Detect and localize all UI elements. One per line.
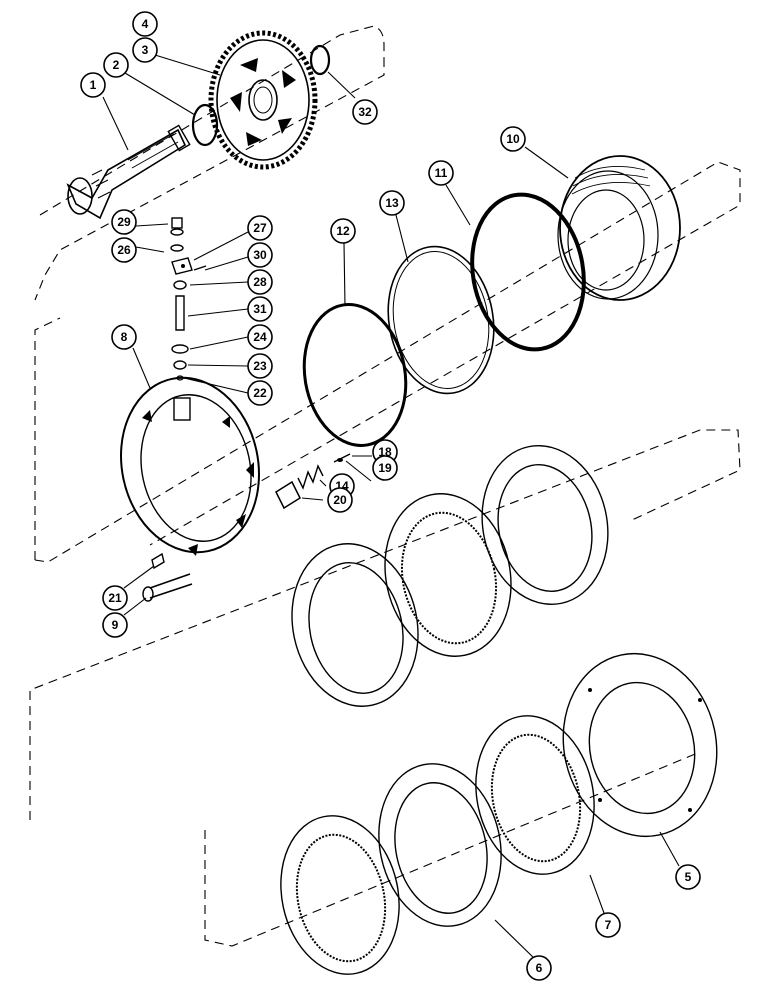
svg-text:11: 11: [435, 166, 448, 180]
svg-text:31: 31: [253, 302, 267, 316]
snap-ring-part: [309, 44, 331, 76]
svg-text:28: 28: [253, 275, 267, 289]
valve-stack-parts: [170, 217, 207, 381]
svg-text:29: 29: [117, 215, 131, 229]
svg-text:9: 9: [112, 618, 119, 632]
bolt-parts: [142, 552, 193, 602]
callout-1: 1: [80, 72, 106, 98]
inner-seal-ring-part: [387, 245, 495, 395]
callout-5: 5: [675, 864, 701, 890]
group-outline-gear: [39, 25, 385, 216]
callout-3: 3: [132, 37, 158, 63]
friction-disc-bottom: [280, 815, 400, 975]
callout-21: 21: [102, 585, 128, 611]
callout-9: 9: [102, 612, 128, 638]
callout-2: 2: [103, 52, 129, 78]
callout-31: 31: [247, 296, 273, 322]
group-outline-plates-upper: [29, 429, 741, 820]
svg-text:30: 30: [253, 248, 267, 262]
callout-8: 8: [111, 324, 137, 350]
svg-text:26: 26: [117, 243, 131, 257]
callout-29: 29: [111, 209, 137, 235]
svg-text:32: 32: [358, 105, 372, 119]
outer-seal-ring-part: [470, 192, 586, 352]
svg-text:4: 4: [142, 17, 149, 31]
group-outline-plates-lower: [204, 751, 701, 947]
piston-carrier-part: [120, 376, 260, 556]
callout-4: 4: [132, 11, 158, 37]
svg-text:2: 2: [113, 58, 120, 72]
svg-text:3: 3: [142, 43, 149, 57]
friction-disc-upper: [384, 493, 512, 657]
callout-26: 26: [111, 237, 137, 263]
callout-32: 32: [352, 99, 378, 125]
steel-plate-lower: [378, 763, 502, 927]
o-ring-part: [302, 303, 408, 447]
friction-disc-lower: [475, 715, 595, 875]
drive-gear-part: [208, 30, 318, 170]
svg-text:10: 10: [506, 132, 520, 146]
callout-20: 20: [327, 487, 353, 513]
callout-12: 12: [330, 218, 356, 244]
svg-text:1: 1: [90, 78, 97, 92]
group-outline-piston: [34, 58, 741, 563]
svg-text:27: 27: [253, 221, 267, 235]
svg-text:7: 7: [605, 918, 612, 932]
callout-28: 28: [247, 269, 273, 295]
steel-plate-upper-left: [291, 543, 419, 707]
svg-text:6: 6: [536, 961, 543, 975]
svg-text:24: 24: [253, 330, 267, 344]
callout-13: 13: [379, 190, 405, 216]
steel-plate-upper-right: [481, 444, 609, 606]
svg-text:5: 5: [685, 870, 692, 884]
input-shaft-part: [66, 124, 191, 220]
svg-text:8: 8: [121, 330, 128, 344]
svg-text:21: 21: [108, 591, 122, 605]
callout-23: 23: [247, 353, 273, 379]
svg-text:23: 23: [253, 359, 267, 373]
leader-lines: [102, 54, 680, 964]
callout-19: 19: [372, 455, 398, 481]
callout-6: 6: [526, 955, 552, 981]
callout-30: 30: [247, 242, 273, 268]
svg-text:12: 12: [336, 224, 350, 238]
svg-text:19: 19: [378, 461, 392, 475]
callout-10: 10: [500, 126, 526, 152]
callout-27: 27: [247, 215, 273, 241]
svg-text:22: 22: [253, 386, 267, 400]
svg-text:20: 20: [333, 493, 347, 507]
clutch-drum-part: [557, 155, 681, 301]
svg-text:18: 18: [378, 445, 392, 459]
callout-7: 7: [595, 912, 621, 938]
callout-11: 11: [428, 160, 454, 186]
pressure-plate-part: [562, 652, 718, 838]
svg-text:13: 13: [385, 196, 399, 210]
relief-valve-parts: [275, 453, 351, 510]
callout-22: 22: [247, 380, 273, 406]
callout-24: 24: [247, 324, 273, 350]
